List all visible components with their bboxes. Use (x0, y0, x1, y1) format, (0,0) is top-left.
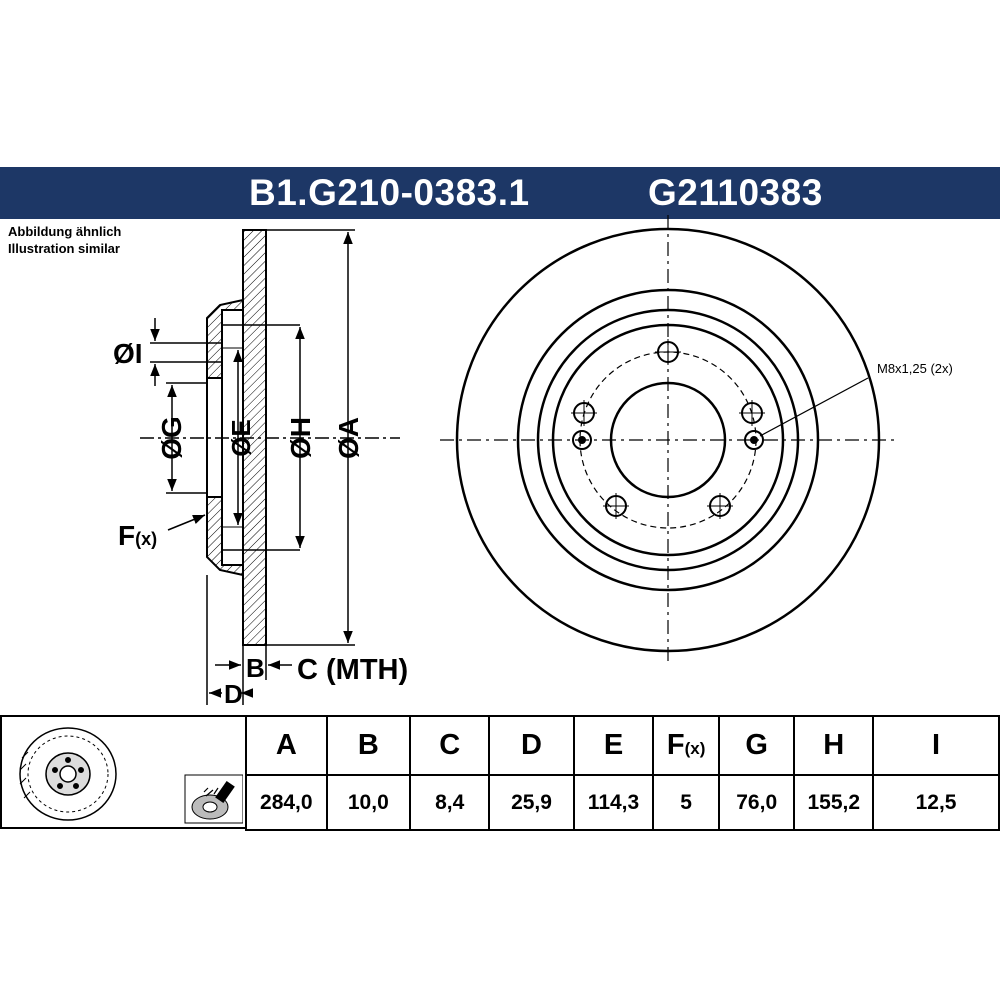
dim-a-label: ØA (333, 417, 364, 459)
reference-number: G2110383 (648, 172, 823, 213)
col-header-b: B (325, 715, 412, 776)
note-line-en: Illustration similar (8, 241, 120, 256)
dim-c-label: C (MTH) (297, 654, 408, 686)
col-header-e: E (572, 715, 655, 776)
bolt-hole (655, 339, 681, 365)
dim-f-leader (167, 514, 206, 531)
value-c: 8,4 (409, 774, 491, 831)
col-header-a: A (245, 715, 328, 776)
dim-h-label: ØH (285, 417, 316, 459)
threaded-hole (744, 430, 764, 450)
value-a: 284,0 (245, 774, 328, 831)
cross-section-view: ØA ØH ØE ØG ØI F(x) B C (MTH) D (113, 229, 408, 709)
note-line-de: Abbildung ähnlich (8, 224, 122, 239)
dimension-header-row: A B C D E F(x) G H I (245, 715, 1000, 776)
dim-d-label: D (224, 679, 243, 709)
dim-b-label: B (246, 653, 265, 683)
value-d: 25,9 (488, 774, 575, 831)
dim-g-label: ØG (156, 416, 187, 460)
value-e: 114,3 (572, 774, 655, 831)
illustration-note: Abbildung ähnlich Illustration similar (8, 223, 121, 257)
value-b: 10,0 (325, 774, 412, 831)
bolt-hole (707, 493, 733, 519)
technical-drawing: ØA ØH ØE ØG ØI F(x) B C (MTH) D (113, 215, 953, 709)
col-header-d: D (488, 715, 575, 776)
dimension-value-row: 284,0 10,0 8,4 25,9 114,3 5 76,0 155,2 1… (245, 774, 1000, 831)
col-header-c: C (409, 715, 491, 776)
thread-label: M8x1,25 (2x) (877, 361, 953, 376)
dimension-table: A B C D E F(x) G H I 284,0 10,0 8,4 25,9… (245, 715, 1000, 831)
value-h: 155,2 (793, 774, 875, 831)
col-header-h: H (793, 715, 875, 776)
col-header-g: G (717, 715, 796, 776)
header-band: B1.G210-0383.1 G2110383 (0, 167, 1000, 219)
front-view (440, 215, 895, 665)
col-header-f: F(x) (652, 715, 720, 776)
spray-paint-icon (184, 774, 243, 824)
col-header-i: I (872, 715, 1000, 776)
thread-leader (759, 377, 869, 437)
bolt-hole (571, 400, 597, 426)
bolt-hole (603, 493, 629, 519)
value-f: 5 (652, 774, 720, 831)
value-g: 76,0 (717, 774, 796, 831)
threaded-hole (572, 430, 592, 450)
part-number: B1.G210-0383.1 (249, 172, 530, 213)
bolt-hole (739, 400, 765, 426)
value-i: 12,5 (872, 774, 1000, 831)
dim-e-label: ØE (226, 419, 256, 457)
brake-disc-icon (19, 727, 243, 824)
dim-i-label: ØI (113, 338, 143, 369)
dim-f-label: F(x) (118, 520, 157, 551)
